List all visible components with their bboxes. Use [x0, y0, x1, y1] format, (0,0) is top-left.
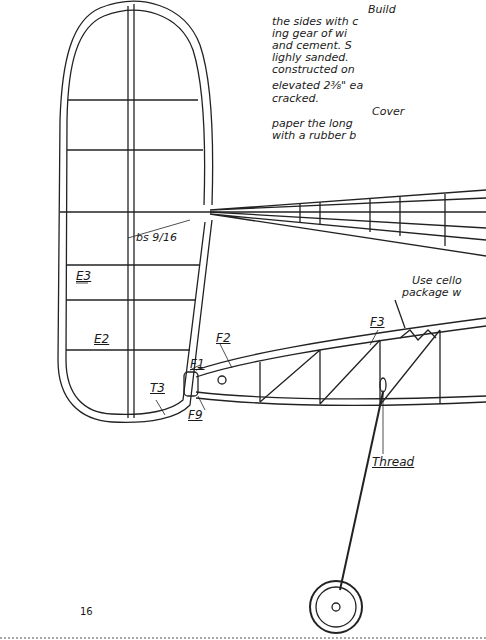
part-label: E3 — [76, 270, 91, 282]
leader-line — [395, 300, 405, 328]
fuselage-longeron — [210, 190, 486, 256]
part-label: F3 — [370, 316, 385, 328]
part-label: F2 — [216, 332, 231, 344]
bottom-longeron — [196, 392, 486, 399]
page-number: 16 — [80, 606, 93, 618]
rib — [68, 99, 198, 100]
page-edge — [0, 638, 486, 639]
note-text: constructed on — [272, 64, 355, 76]
part-label: F1 — [190, 358, 205, 370]
top-longeron — [196, 326, 486, 377]
leader-line — [76, 220, 378, 415]
rib — [67, 149, 203, 150]
note-text: lighly sanded. — [272, 52, 349, 64]
fuselage-frame — [260, 330, 440, 405]
rib — [66, 264, 200, 265]
center-line — [60, 211, 486, 212]
part-label: Thread — [372, 456, 414, 468]
hook — [218, 376, 226, 384]
rudder-spar — [133, 4, 134, 418]
part-label: T3 — [150, 382, 165, 394]
cello-window — [400, 330, 436, 340]
note-text: the sides with c — [272, 16, 358, 28]
note-text: paper the long — [272, 118, 353, 130]
part-label: package w — [402, 287, 461, 299]
part-label: Use cello — [412, 275, 462, 287]
part-label: F9 — [188, 409, 203, 421]
spacer — [300, 194, 445, 246]
thread-wrap — [380, 378, 386, 392]
leader-line — [383, 390, 384, 454]
top-longeron — [196, 318, 486, 370]
nose-block — [184, 372, 198, 396]
rib — [66, 299, 196, 300]
note-text: and cement. S — [272, 40, 352, 52]
part-label: bs 9/16 — [136, 232, 177, 244]
note-text: Cover — [372, 106, 404, 118]
note-text: elevated 2⅜" ea — [272, 80, 363, 92]
note-text: Build — [368, 4, 396, 16]
part-label: E2 — [94, 333, 109, 345]
note-text: cracked. — [272, 93, 319, 105]
rib — [66, 349, 190, 350]
axle — [332, 603, 340, 611]
wheel — [310, 581, 362, 633]
wheel — [316, 587, 356, 627]
note-text: with a rubber b — [272, 130, 356, 142]
landing-gear-wire — [340, 392, 383, 590]
note-text: ing gear of wi — [272, 28, 347, 40]
